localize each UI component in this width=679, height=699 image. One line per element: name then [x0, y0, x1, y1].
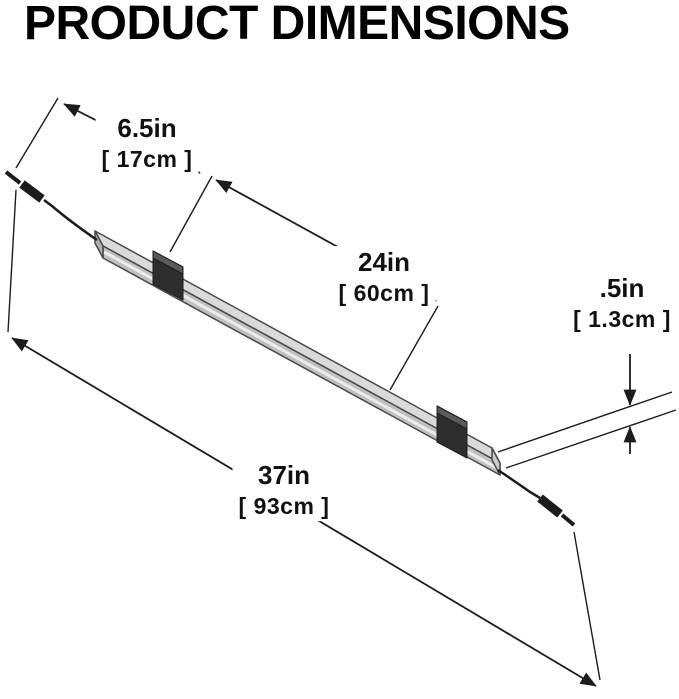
extension-line-bar-start: [169, 175, 213, 253]
power-cable-right: [497, 468, 541, 500]
bar-length-cm: [ 60cm ]: [338, 279, 430, 306]
total-length-inches: 37in: [257, 460, 311, 491]
dc-connector-right-tip: [560, 513, 576, 527]
total-length-label: 37in [ 93cm ]: [232, 459, 336, 521]
thickness-cm: [ 1.3cm ]: [573, 305, 671, 332]
extension-line-thickness-top: [497, 391, 673, 453]
bar-length-label: 24in [ 60cm ]: [332, 246, 436, 308]
dc-connector-left-tip: [4, 170, 22, 185]
extension-line-cable-start: [15, 97, 59, 169]
thickness-label: .5in [ 1.3cm ]: [567, 272, 677, 334]
extension-line-thickness-bottom: [505, 409, 677, 469]
cable-length-label: 6.5in [ 17cm ]: [95, 112, 199, 174]
total-length-cm: [ 93cm ]: [238, 492, 330, 519]
extension-line-total-left: [7, 189, 17, 333]
bar-length-inches: 24in: [357, 247, 411, 278]
thickness-inches: .5in: [599, 273, 645, 304]
cable-length-inches: 6.5in: [117, 113, 177, 144]
mounting-clip-left-top: [152, 250, 184, 275]
dc-connector-left-body: [19, 180, 45, 203]
power-cable-left: [43, 199, 98, 242]
extension-line-total-right: [573, 531, 601, 681]
page-title: PRODUCT DIMENSIONS: [24, 0, 570, 50]
dc-connector-right-body: [537, 494, 563, 518]
cable-length-cm: [ 17cm ]: [101, 145, 193, 172]
extension-line-bar-end: [389, 305, 439, 391]
dimension-lines: [11, 103, 637, 687]
